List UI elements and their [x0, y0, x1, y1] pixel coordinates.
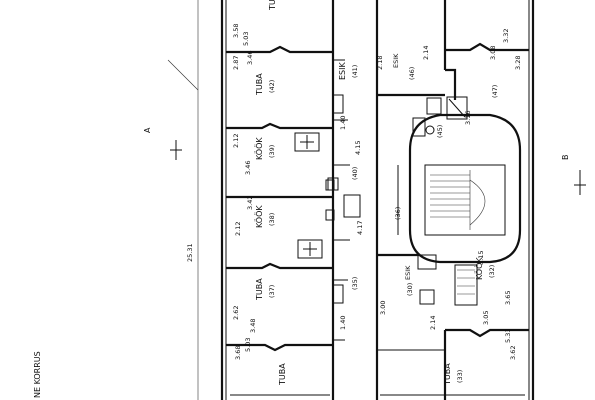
wall-r47-top [445, 42, 529, 52]
leader-line [167, 59, 199, 91]
section-mark-a: A [143, 127, 152, 133]
dimension-d7: 3.42 [246, 196, 254, 210]
kitchen-counter-bot-hatch [457, 269, 475, 295]
vent-r39 [325, 179, 335, 191]
dimension-d22: 3.16 [464, 111, 472, 125]
section-mark-b: B [561, 155, 570, 161]
dimension-d3: 2.87 [232, 56, 240, 70]
stair-steps [430, 170, 486, 230]
wall-r33-top [445, 328, 529, 338]
stove-r38 [297, 239, 323, 259]
room-number-r38: (38) [268, 213, 276, 226]
sink-right-bot [419, 289, 435, 305]
cabinet-left-bot [332, 284, 344, 304]
dimension-d13: 1.40 [339, 116, 347, 130]
dimension-d26: 3.00 [379, 301, 387, 315]
dimension-d18: 2.14 [422, 46, 430, 60]
cabinet-left-top [332, 94, 344, 114]
stair-enclosure-top [408, 113, 522, 215]
floor-title: NE KORRUS [33, 351, 42, 398]
room-number-r33: (33) [456, 370, 464, 383]
stairwell [424, 164, 506, 236]
dimension-d10: 3.48 [249, 319, 257, 333]
dimension-d29: 3.62 [509, 346, 517, 360]
room-number-r40: (40) [351, 167, 359, 180]
sink-right-top [425, 125, 435, 135]
dimension-d21: 3.28 [514, 56, 522, 70]
bath-fixture [426, 97, 442, 115]
room-name-r38: KÖÖK [254, 205, 264, 228]
room-number-r36: (36) [394, 207, 402, 220]
stair-enclosure-bottom [408, 215, 522, 264]
dimension-d17: 2.18 [376, 56, 384, 70]
dimension-d5: 2.12 [232, 134, 240, 148]
room-number-r35: (35) [351, 277, 359, 290]
dimension-d20: 3.08 [489, 46, 497, 60]
wall-r42-bottom [226, 122, 333, 130]
dimension-d14: 4.15 [354, 141, 362, 155]
room-name-r42: TUBA [255, 73, 264, 96]
dimension-d9: 2.62 [232, 306, 240, 320]
dimension-d11: 5.03 [244, 338, 252, 352]
counter-hatch [448, 98, 466, 118]
overall-dimension: 25.31 [186, 243, 194, 262]
wall-r47-left [445, 68, 457, 100]
dimension-d19: 3.32 [502, 29, 510, 43]
room-number-r39: (39) [268, 145, 276, 158]
room-name-r33: TUBA [443, 363, 452, 386]
wc-right-bot [417, 254, 437, 270]
dimension-d27: 2.14 [429, 316, 437, 330]
dimension-d25: 3.05 [482, 311, 490, 325]
wall-r37-top [226, 262, 333, 270]
wall-r37-bottom [226, 343, 333, 352]
room-number-r42: (42) [268, 80, 276, 93]
misc-labels: ESIK ESIK [392, 53, 412, 280]
dimension-d16: 1.40 [339, 316, 347, 330]
wc-left [343, 194, 361, 218]
room-name-r_top_left: TUBA [268, 0, 277, 11]
room-number-r47: (47) [491, 85, 499, 98]
wall-r42-top [226, 45, 333, 54]
dimension-d2: 3.58 [232, 24, 240, 38]
dimension-d23: 3.15 [477, 251, 485, 265]
room-name-r41: ESIK [338, 62, 347, 80]
room-name-r_bot_left: TUBA [278, 363, 287, 386]
stove-r39 [294, 132, 320, 152]
dimension-d24: 3.65 [504, 291, 512, 305]
label-esik_right_top: ESIK [392, 53, 400, 68]
dimension-d15: 4.17 [356, 221, 364, 235]
kitchen-counter-bot [454, 264, 478, 306]
room-labels: TUBA TUBA (42) KÖÖK (39) KÖÖK (38) TUBA (37) TUBA… [254, 0, 499, 386]
room-number-r32: (32) [488, 265, 496, 278]
room-number-r30: (30) [406, 283, 414, 296]
dimension-d1: 5.03 [242, 32, 250, 46]
corridor-partitions [333, 59, 350, 341]
dimension-d4: 3.46 [246, 51, 254, 65]
dimension-d6: 3.46 [244, 161, 252, 175]
room-number-r41: (41) [351, 65, 359, 78]
wc-right-top [412, 117, 426, 137]
room-number-r37: (37) [268, 285, 276, 298]
room-number-r45: (45) [436, 125, 444, 138]
dimension-d28: 5.33 [504, 329, 512, 343]
dimension-d8: 2.12 [234, 222, 242, 236]
vent-r38 [325, 209, 335, 221]
room-number-r46: (46) [408, 67, 416, 80]
room-name-r37: TUBA [255, 278, 264, 301]
room-name-r39: KÖÖK [254, 137, 264, 160]
label-esik_right_bot: ESIK [404, 265, 412, 280]
dimension-d12: 3.68 [234, 346, 242, 360]
room-name-r32: KÖÖK [474, 257, 484, 280]
kitchen-counter-top [446, 96, 468, 120]
